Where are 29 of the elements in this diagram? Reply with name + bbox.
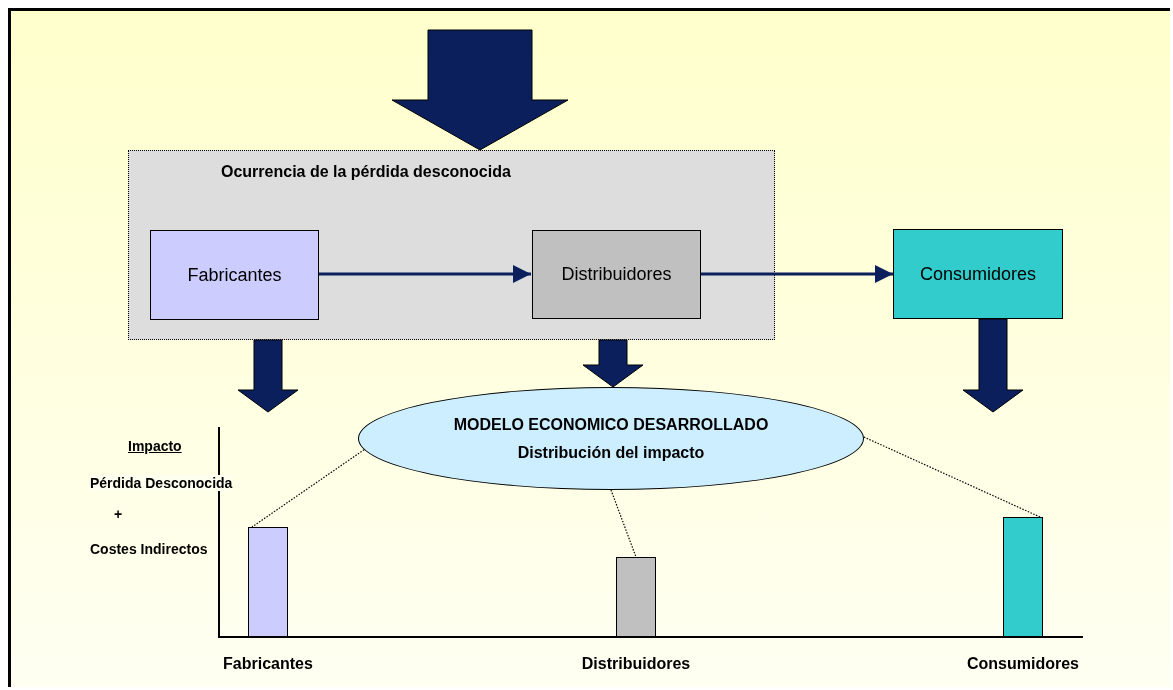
node-label: Consumidores (919, 263, 1037, 285)
block-arrow (582, 339, 644, 388)
axis-label: Costes Indirectos (90, 541, 208, 557)
process-box (532, 230, 701, 319)
block-arrow (391, 29, 569, 151)
node-label: Fabricantes (187, 264, 282, 286)
bar (616, 557, 656, 637)
arrow (700, 265, 893, 283)
axis-label: Pérdida Desconocida (90, 475, 233, 491)
block-arrow (962, 318, 1024, 413)
arrow (318, 265, 531, 283)
subtitle-text: Distribución del impacto (517, 443, 705, 462)
process-box (893, 229, 1063, 319)
group-box (128, 150, 775, 340)
process-box (150, 230, 319, 320)
category-label: Consumidores (967, 655, 1079, 673)
category-label: Distribuidores (581, 655, 691, 673)
title-text: MODELO ECONOMICO DESARROLLADO (453, 415, 769, 434)
axis-label: + (114, 506, 123, 522)
leader-line (863, 436, 1041, 518)
block-arrow (237, 339, 299, 413)
axis-title: Impacto (128, 438, 182, 454)
bar (248, 527, 288, 637)
leader-line (610, 489, 637, 558)
bar (1003, 517, 1043, 637)
group-title: Ocurrencia de la pérdida desconocida (221, 163, 511, 181)
category-label: Fabricantes (223, 655, 313, 673)
node-label: Distribuidores (561, 264, 672, 285)
leader-line (251, 449, 365, 528)
